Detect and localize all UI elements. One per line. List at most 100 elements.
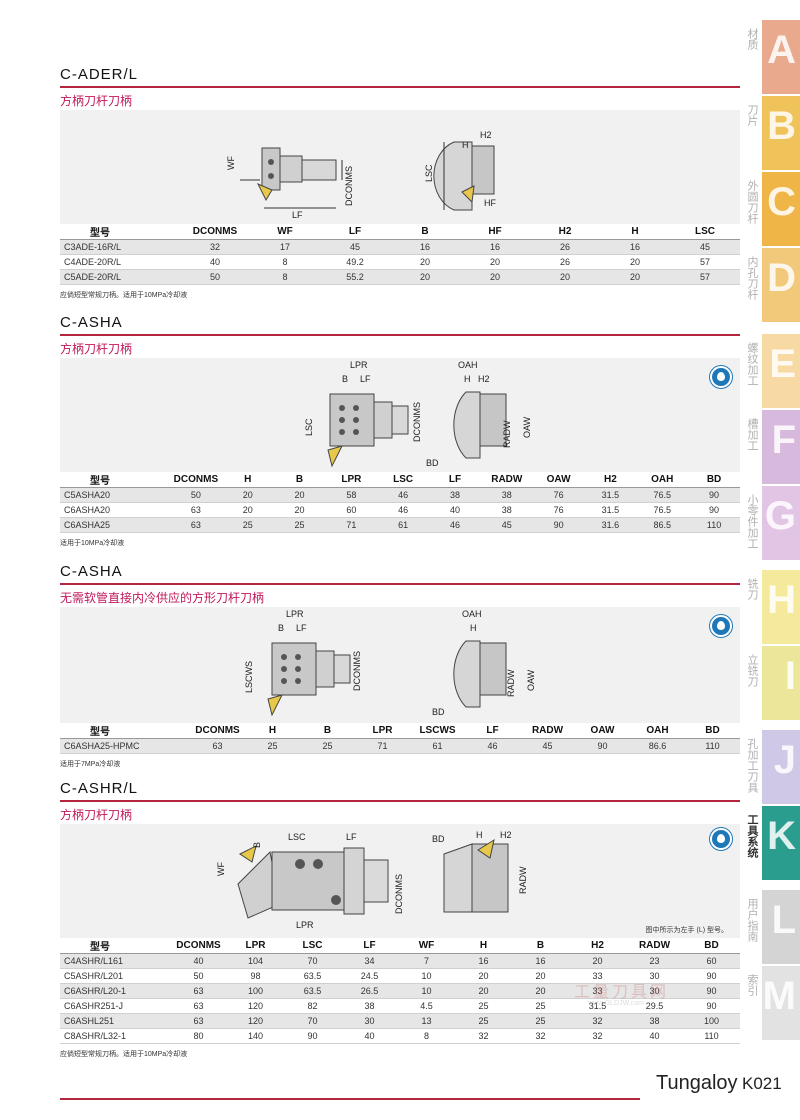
tool-diagram: LPR B LF LSC DCONMS OAH H H2 OAW RADW BD — [60, 358, 740, 472]
section-subtitle: 方柄刀杆刀柄 — [60, 94, 133, 108]
section-title: C-ADER/L — [60, 66, 139, 83]
svg-text:BD: BD — [432, 834, 445, 844]
c-ader-drawing: WF DCONMS LF LSC H2 H HF — [226, 130, 496, 220]
section-note: 适用于7MPa冷却液 — [60, 761, 121, 768]
svg-text:LF: LF — [360, 374, 371, 384]
svg-text:B: B — [252, 842, 262, 848]
section-divider — [60, 334, 740, 336]
section-divider — [60, 86, 740, 88]
svg-text:H: H — [470, 623, 477, 633]
section-note: 适用于10MPa冷却液 — [60, 540, 125, 547]
svg-text:OAH: OAH — [462, 609, 482, 619]
svg-text:LPR: LPR — [286, 609, 304, 619]
tool-diagram: LPR B LF LSCWS DCONMS OAH H OAW RADW BD — [60, 607, 740, 723]
svg-text:LSCWS: LSCWS — [244, 661, 254, 693]
section-c-asha-hpmc: C-ASHA 无需软管直接内冷供应的方形刀杆刀柄 LPR B LF LSCWS … — [60, 563, 740, 769]
svg-text:LPR: LPR — [296, 920, 314, 930]
svg-text:DCONMS: DCONMS — [412, 402, 422, 442]
section-subtitle: 方柄刀杆刀柄 — [60, 342, 133, 356]
section-c-asha: C-ASHA 方柄刀杆刀柄 LPR B LF LSC DCONMS OAH H … — [60, 314, 740, 548]
spec-table: 型号 DCONMS H B LPR LSCWS LF RADW OAW OAH … — [60, 723, 740, 754]
svg-text:OAH: OAH — [458, 360, 478, 370]
spec-table-header: 型号 DCONMS WF LF B HF H2 H LSC — [60, 224, 740, 240]
svg-text:LPR: LPR — [350, 360, 368, 370]
section-title: C-ASHA — [60, 314, 123, 331]
svg-text:RADW: RADW — [502, 420, 512, 448]
svg-text:B: B — [342, 374, 348, 384]
section-title: C-ASHA — [60, 563, 123, 580]
svg-text:HF: HF — [484, 198, 496, 208]
svg-text:OAW: OAW — [526, 669, 536, 691]
c-ashr-drawing: B LSC LF WF DCONMS LPR BD H H2 RADW — [216, 830, 528, 930]
spec-table: 型号 DCONMS LPR LSC LF WF H B H2 RADW BD C… — [60, 938, 740, 1044]
section-note: 应倘短型常规刀柄。适用于10MPa冷却液 — [60, 292, 188, 299]
tool-diagram: WF DCONMS LF LSC H2 H HF — [60, 110, 740, 224]
svg-text:RADW: RADW — [518, 866, 528, 894]
svg-text:WF: WF — [226, 156, 236, 170]
svg-text:H: H — [462, 140, 469, 150]
svg-text:DCONMS: DCONMS — [394, 874, 404, 914]
section-c-ader: C-ADER/L 方柄刀杆刀柄 WF DCONMS LF LSC H2 H HF — [60, 66, 740, 300]
svg-text:H: H — [464, 374, 471, 384]
svg-text:LSC: LSC — [424, 164, 434, 182]
section-divider — [60, 800, 740, 802]
footer-brand: Tungaloy — [656, 1072, 738, 1094]
svg-text:H: H — [476, 830, 483, 840]
svg-text:BD: BD — [432, 707, 445, 717]
svg-text:LSC: LSC — [288, 832, 306, 842]
svg-text:BD: BD — [426, 458, 439, 468]
section-divider — [60, 583, 740, 585]
footer-divider — [60, 1098, 640, 1100]
svg-text:LF: LF — [292, 210, 303, 220]
section-subtitle: 无需软管直接内冷供应的方形刀杆刀柄 — [60, 591, 265, 605]
section-note: 应倘短型常规刀柄。适用于10MPa冷却液 — [60, 1051, 188, 1058]
coolant-icon — [710, 366, 732, 388]
tool-diagram: B LSC LF WF DCONMS LPR BD H H2 RADW 图中所示… — [60, 824, 740, 938]
svg-text:LF: LF — [346, 832, 357, 842]
page-number: K021 — [742, 1074, 782, 1093]
section-c-ashr: C-ASHR/L 方柄刀杆刀柄 B LSC LF WF DCONMS LPR B… — [60, 780, 740, 1059]
diagram-note: 图中所示为左手 (L) 型号。 — [645, 927, 728, 934]
svg-text:H2: H2 — [478, 374, 490, 384]
section-title: C-ASHR/L — [60, 780, 139, 797]
svg-text:OAW: OAW — [522, 416, 532, 438]
spec-table: 型号 DCONMS WF LF B HF H2 H LSC C3ADE-16R/… — [60, 224, 740, 285]
svg-text:B: B — [278, 623, 284, 633]
section-subtitle: 方柄刀杆刀柄 — [60, 808, 133, 822]
c-asha-drawing: LPR B LF LSC DCONMS OAH H H2 OAW RADW BD — [304, 360, 532, 468]
svg-text:H2: H2 — [500, 830, 512, 840]
svg-text:RADW: RADW — [506, 669, 516, 697]
coolant-icon — [710, 615, 732, 637]
svg-text:LSC: LSC — [304, 418, 314, 436]
svg-text:DCONMS: DCONMS — [344, 166, 354, 206]
svg-text:DCONMS: DCONMS — [352, 651, 362, 691]
coolant-icon — [710, 828, 732, 850]
spec-table-header: 型号 DCONMS LPR LSC LF WF H B H2 RADW BD — [60, 938, 740, 954]
